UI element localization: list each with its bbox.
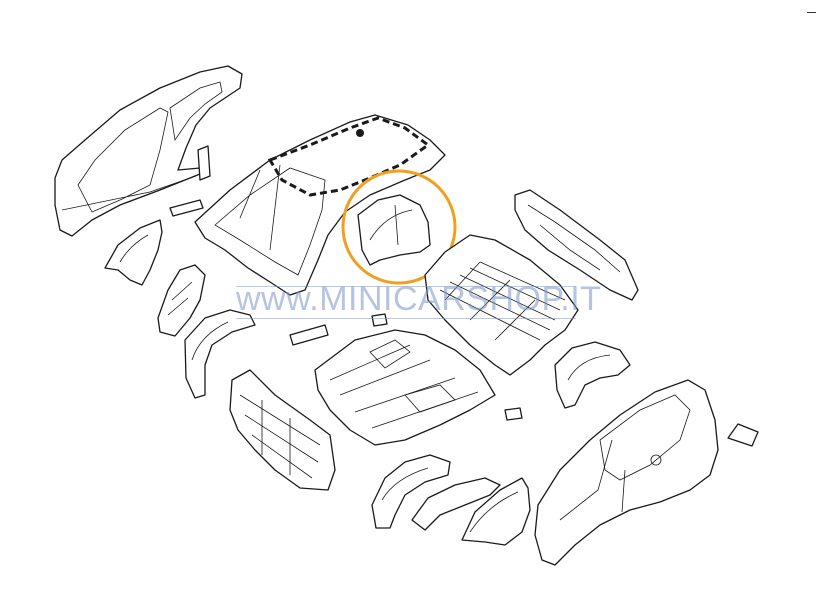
watermark-line-top bbox=[236, 286, 576, 287]
corner-dash bbox=[807, 12, 816, 13]
rear-wheelhouse-inner-panel bbox=[357, 194, 431, 266]
left-side-panel bbox=[54, 65, 243, 237]
left-wheel-arch bbox=[184, 309, 256, 399]
rocker-strip bbox=[169, 145, 211, 217]
right-wheel-arch bbox=[371, 454, 451, 529]
right-front-fender bbox=[461, 477, 531, 546]
roof-panel bbox=[194, 114, 446, 296]
center-strip bbox=[289, 324, 329, 346]
small-trim-piece bbox=[727, 423, 759, 447]
highlight-circle bbox=[341, 169, 457, 285]
front-floor-pan bbox=[314, 329, 496, 446]
rear-right-inner-panel bbox=[514, 189, 639, 301]
watermark-prefix: www. bbox=[236, 280, 320, 318]
watermark-brand: MINICARSHOP.IT bbox=[319, 280, 602, 318]
right-pillar-bracket bbox=[411, 477, 501, 531]
right-rear-wheelhouse bbox=[554, 341, 631, 409]
front-bulkhead bbox=[229, 369, 336, 491]
left-pillar-bracket bbox=[157, 264, 206, 337]
left-front-fender bbox=[104, 219, 163, 286]
watermark-line-bottom bbox=[236, 318, 576, 319]
watermark: www.MINICARSHOP.IT bbox=[236, 280, 601, 319]
floor-tab bbox=[371, 313, 523, 421]
rear-floor-pan bbox=[424, 234, 579, 376]
right-side-panel bbox=[534, 379, 719, 566]
